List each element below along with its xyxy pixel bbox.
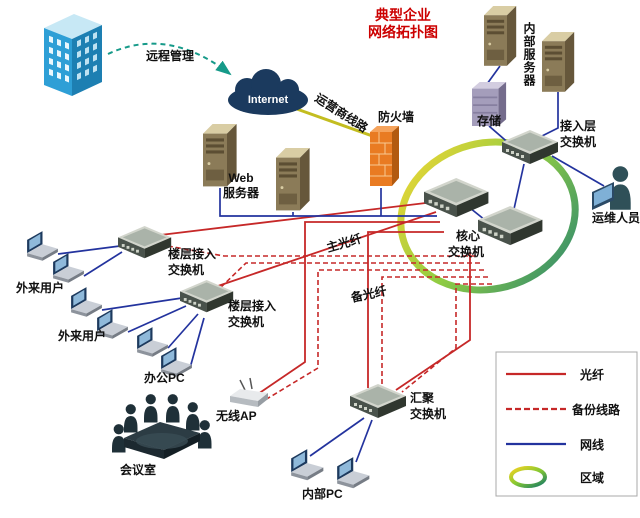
label-core-switch-1: 核心 <box>456 228 480 243</box>
label-ext-user-1: 外来用户 <box>16 280 64 295</box>
firewall-icon <box>370 126 399 186</box>
legend-area-swatch <box>509 466 547 488</box>
fiber-core-to-agg <box>395 252 471 391</box>
office-pc-laptop-1 <box>137 327 168 357</box>
wireless-ap-icon <box>230 377 268 407</box>
backup-to-floor-switch-2 <box>215 262 480 293</box>
label-carrier-line: 运营商线路 <box>312 90 371 136</box>
core-switch-icon-2 <box>478 206 543 246</box>
label-remote-mgmt: 远程管理 <box>146 48 194 63</box>
floor-switch-icon-2 <box>180 280 234 313</box>
ext-user-laptop-3 <box>71 287 102 317</box>
carrier-cable <box>293 106 379 140</box>
legend: 光纤 备份线路 网线 区域 <box>495 351 638 497</box>
label-office-pc: 办公PC <box>144 370 185 385</box>
backup-core-to-agg <box>401 283 492 393</box>
label-agg-switch-2: 交换机 <box>410 406 446 421</box>
label-core-switch-2: 交换机 <box>448 244 484 259</box>
backup-to-wireless-ap <box>264 269 484 401</box>
legend-area-label: 区域 <box>580 470 604 485</box>
core-switch-icon-1 <box>424 178 489 218</box>
label-web-server-1: Web <box>228 171 253 185</box>
ext-user-laptop-1 <box>27 231 58 261</box>
core-area-ring <box>397 138 579 294</box>
diagram-title-line2: 网络拓扑图 <box>368 24 438 40</box>
legend-cable-label: 网线 <box>580 437 604 452</box>
label-wireless-ap: 无线AP <box>215 408 257 423</box>
internal-pc-laptop-2 <box>337 457 370 489</box>
label-floor-switch2-1: 楼层接入 <box>228 298 276 313</box>
label-meeting-room: 会议室 <box>120 462 156 477</box>
meeting-room-icon <box>112 394 212 459</box>
legend-box <box>495 351 638 497</box>
web-server-icon-2 <box>276 148 310 211</box>
backup-to-agg-switch <box>381 276 488 388</box>
floor-switch-icon-1 <box>118 226 172 259</box>
label-floor-switch1-2: 交换机 <box>168 262 204 277</box>
label-storage: 存储 <box>476 113 501 128</box>
backup-lines <box>167 245 492 401</box>
fiber-to-floor-switch-1 <box>151 201 435 237</box>
internet-cloud-icon: Internet <box>228 69 308 115</box>
fiber-to-floor-switch-2 <box>211 211 437 289</box>
legend-fiber-label: 光纤 <box>579 367 604 382</box>
label-floor-switch1-1: 楼层接入 <box>168 246 216 261</box>
label-internal-pc: 内部PC <box>302 486 343 501</box>
fiber-to-wireless-ap <box>257 221 440 395</box>
label-internal-server: 内部服务器 <box>522 22 536 87</box>
internal-pc-laptop-1 <box>291 449 324 481</box>
label-internet: Internet <box>248 94 289 106</box>
fiber-lines <box>151 201 471 395</box>
label-access-switch-1: 接入层 <box>560 118 596 133</box>
label-main-fiber: 主光纤 <box>325 231 364 255</box>
diagram-title-line1: 典型企业 <box>375 7 431 23</box>
label-ext-user-2: 外来用户 <box>58 328 106 343</box>
ops-staff-icon <box>592 166 631 210</box>
backup-to-floor-switch-1 <box>167 245 476 257</box>
label-agg-switch-1: 汇聚 <box>410 391 435 405</box>
label-access-switch-2: 交换机 <box>560 134 596 149</box>
legend-backup-label: 备份线路 <box>571 402 621 417</box>
label-floor-switch2-2: 交换机 <box>228 314 264 329</box>
network-cables <box>57 65 605 463</box>
ext-user-laptop-2 <box>53 253 84 283</box>
internal-server-icon-1 <box>484 6 517 66</box>
label-firewall: 防火墙 <box>378 109 414 124</box>
building-icon <box>44 14 102 96</box>
internal-server-icon-2 <box>542 32 575 92</box>
fiber-to-agg-switch <box>367 231 444 388</box>
label-web-server-2: 服务器 <box>223 185 260 200</box>
label-ops-staff: 运维人员 <box>592 210 640 225</box>
